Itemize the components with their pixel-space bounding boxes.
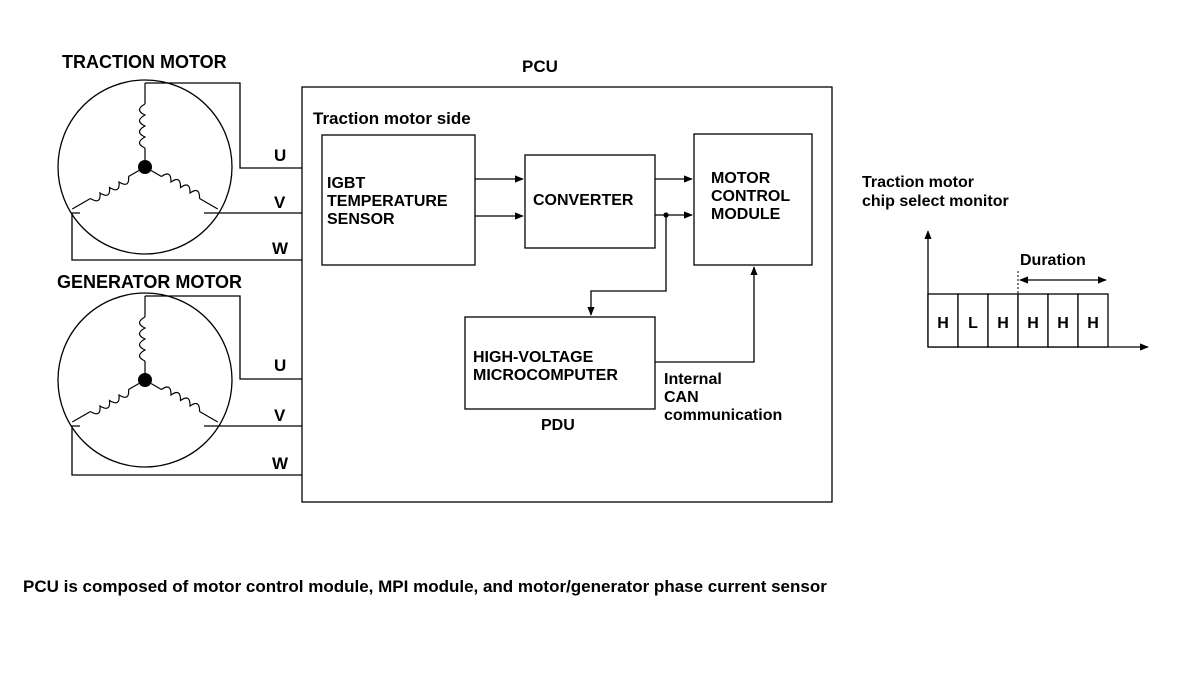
traction-lead-u xyxy=(145,82,302,169)
traction-phase-u: U xyxy=(274,146,286,165)
monitor-cell-value: H xyxy=(1087,315,1099,332)
generator-phase-v: V xyxy=(274,406,286,425)
generator-motor-winding-v xyxy=(150,382,219,423)
monitor-cell-box xyxy=(1077,293,1109,348)
igbt-sensor-label: IGBT TEMPERATURE SENSOR xyxy=(327,175,452,228)
motor-control-module-block xyxy=(693,133,813,266)
generator-lead-u xyxy=(145,295,302,380)
motor-control-module-label: MOTOR CONTROL MODULE xyxy=(711,170,794,223)
monitor-cell-box xyxy=(957,293,989,348)
generator-phase-u: U xyxy=(274,356,286,375)
converter-block xyxy=(524,154,656,249)
generator-motor-title: GENERATOR MOTOR xyxy=(57,272,242,292)
traction-phase-w: W xyxy=(272,239,289,258)
monitor-cell-value: H xyxy=(1027,315,1039,332)
generator-motor-winding-u xyxy=(138,296,147,373)
arrow-junction-to-microcomputer xyxy=(587,215,667,316)
diagram-caption: PCU is composed of motor control module,… xyxy=(23,577,827,596)
traction-phase-v: V xyxy=(274,193,286,212)
traction-motor-neutral-point xyxy=(138,160,152,174)
duration-label: Duration xyxy=(1020,252,1086,269)
monitor-cell-value: H xyxy=(937,315,949,332)
generator-phase-w: W xyxy=(272,454,289,473)
monitor-cell-value: H xyxy=(997,315,1009,332)
monitor-cell-box xyxy=(1017,293,1049,348)
traction-motor-winding-u xyxy=(138,83,147,160)
traction-motor-winding-w xyxy=(71,169,140,210)
monitor-cell-box xyxy=(927,293,959,348)
generator-lead-w xyxy=(71,425,302,476)
traction-motor-housing xyxy=(57,79,233,255)
internal-can-label: Internal CAN communication xyxy=(664,371,782,424)
pdu-label: PDU xyxy=(541,417,575,434)
monitor-title: Traction motor chip select monitor xyxy=(862,174,1009,210)
traction-motor-title: TRACTION MOTOR xyxy=(62,52,227,72)
traction-motor-symbol xyxy=(57,79,302,261)
pcu-section-label: Traction motor side xyxy=(313,109,471,128)
pcu-enclosure xyxy=(301,86,833,503)
generator-motor-housing xyxy=(57,292,233,468)
monitor-cell-value: H xyxy=(1057,315,1069,332)
traction-motor-winding-v xyxy=(150,169,219,210)
converter-label: CONVERTER xyxy=(533,192,634,209)
traction-lead-w xyxy=(71,212,302,261)
igbt-sensor-block xyxy=(321,134,476,266)
hv-microcomputer-label: HIGH-VOLTAGE MICROCOMPUTER xyxy=(473,349,618,384)
hv-microcomputer-block xyxy=(464,316,656,410)
arrow-microcomputer-to-module xyxy=(655,266,758,363)
monitor-cell-value: L xyxy=(968,315,978,332)
generator-motor-symbol xyxy=(57,292,302,476)
generator-motor-winding-w xyxy=(71,382,140,423)
generator-motor-neutral-point xyxy=(138,373,152,387)
pcu-title: PCU xyxy=(522,57,558,76)
